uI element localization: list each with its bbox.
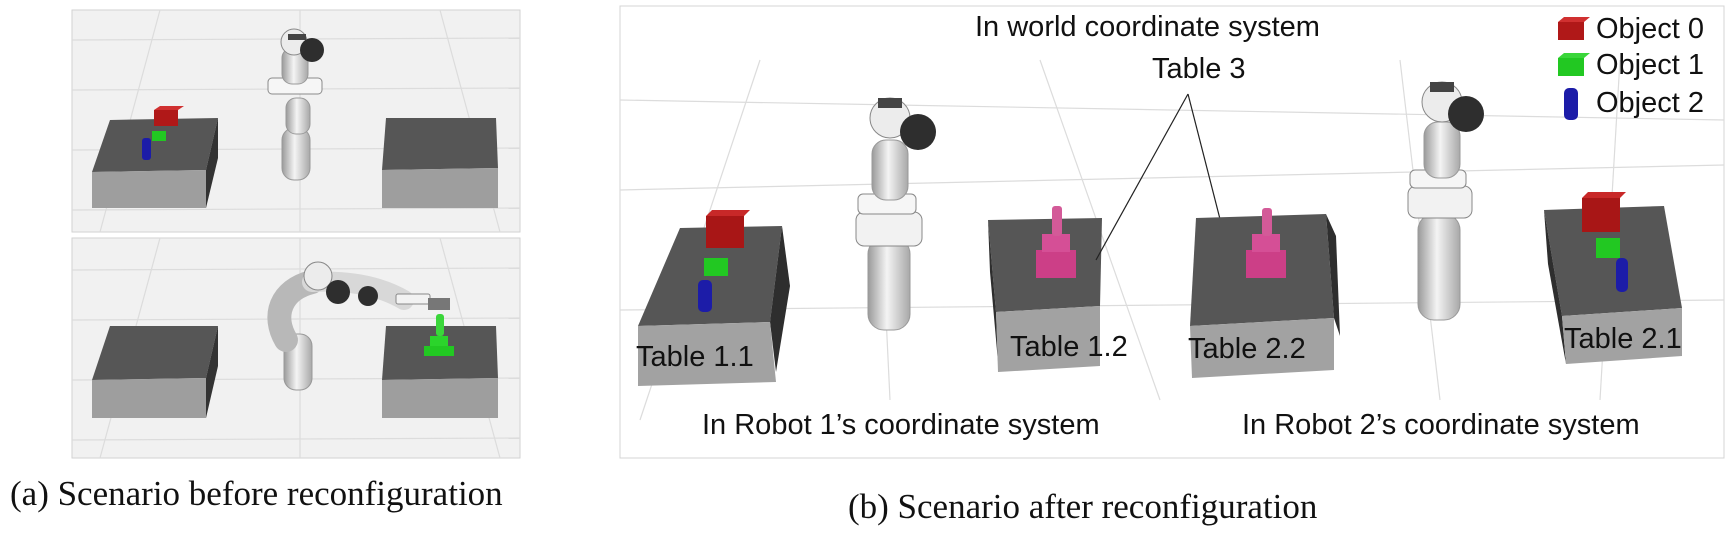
objects-table-2-1 — [1582, 192, 1628, 292]
objects-a-top — [142, 106, 184, 160]
caption-b: (b) Scenario after reconfiguration — [848, 487, 1317, 526]
label-table-2-2: Table 2.2 — [1188, 333, 1306, 365]
table-3-label: Table 3 — [1152, 53, 1246, 85]
robot-2-coordinate-label: In Robot 2’s coordinate system — [1242, 409, 1640, 441]
legend: Object 0 Object 1 Object 2 — [1558, 13, 1704, 120]
svg-text:Object 2: Object 2 — [1596, 87, 1704, 119]
cube-icon — [1558, 22, 1584, 40]
panel-b: Table 1.1 Table 1.2 — [619, 5, 1725, 526]
legend-item-object-0: Object 0 — [1558, 13, 1704, 45]
table-a-bottom-left — [92, 326, 218, 418]
table-a-top-left — [92, 118, 218, 208]
cylinder-icon — [1564, 88, 1578, 120]
robot-1-coordinate-label: In Robot 1’s coordinate system — [702, 409, 1100, 441]
svg-text:Object 0: Object 0 — [1596, 13, 1704, 45]
objects-table-1-2 — [1036, 206, 1076, 278]
legend-item-object-2: Object 2 — [1564, 87, 1704, 120]
scene-a-top — [71, 9, 521, 233]
cube-icon — [1558, 58, 1584, 76]
legend-item-object-1: Object 1 — [1558, 49, 1704, 81]
table-a-top-right — [382, 118, 498, 208]
robot-a-bottom — [267, 261, 450, 391]
objects-table-1-1 — [698, 210, 750, 312]
robot-2 — [1407, 81, 1484, 321]
robot-1 — [855, 97, 936, 331]
panel-a: (a) Scenario before reconfiguration — [10, 9, 521, 513]
world-coordinate-label: In world coordinate system — [975, 11, 1320, 43]
caption-a: (a) Scenario before reconfiguration — [10, 474, 503, 513]
table-1-2: Table 1.2 — [988, 218, 1128, 372]
table-2-1: Table 2.1 — [1544, 206, 1682, 364]
label-table-2-1: Table 2.1 — [1564, 323, 1682, 355]
svg-text:Object 1: Object 1 — [1596, 49, 1704, 81]
label-table-1-2: Table 1.2 — [1010, 331, 1128, 363]
objects-a-bottom — [424, 314, 454, 356]
scene-a-bottom — [71, 237, 521, 459]
robot-a-top — [267, 28, 324, 181]
objects-table-2-2 — [1246, 208, 1286, 278]
label-table-1-1: Table 1.1 — [636, 341, 754, 373]
